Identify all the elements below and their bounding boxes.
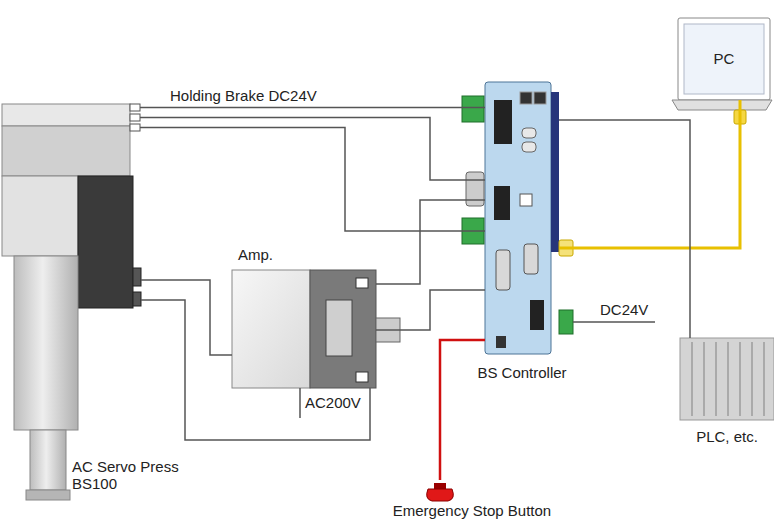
servo-press-figure [133, 268, 141, 286]
emergency-stop-figure [427, 489, 454, 501]
controller-figure [494, 186, 510, 220]
pc-screen: PC [678, 18, 770, 100]
wire [150, 300, 370, 440]
node-label: Emergency Stop Button [372, 502, 572, 519]
plc-box: PLC, etc. [680, 338, 774, 420]
servo-press-figure [133, 292, 141, 306]
controller-figure [462, 96, 484, 122]
wire [150, 107, 485, 109]
plc-figure [680, 338, 774, 420]
controller-figure [520, 194, 532, 206]
wire [150, 280, 232, 355]
servo-press-figure [140, 127, 150, 129]
controller-figure [573, 321, 655, 323]
servo-press-figure [140, 107, 150, 109]
node-label: AC Servo Press BS100 [72, 458, 197, 492]
wire [150, 128, 485, 232]
servo-press-figure [141, 299, 150, 301]
wire [559, 120, 690, 338]
amplifier-figure [356, 278, 368, 288]
laptop-figure [684, 24, 764, 94]
emergency-stop-figure [434, 483, 446, 489]
controller-box: BS Controller [485, 82, 559, 354]
controller-figure [520, 92, 532, 104]
amplifier-figure [356, 372, 368, 382]
controller-figure [496, 250, 510, 290]
plc-figure [680, 338, 774, 420]
servo-press-figure [141, 279, 150, 281]
controller-figure [534, 92, 546, 104]
node-label: PC [684, 50, 764, 67]
controller-figure [559, 310, 573, 334]
voltage-label: DC24V [598, 301, 650, 318]
amplifier-figure [232, 270, 400, 418]
laptop-figure [672, 18, 772, 124]
wire [376, 290, 485, 330]
amplifier-figure [299, 388, 301, 418]
node-label: PLC, etc. [680, 428, 774, 445]
controller-figure [530, 300, 544, 330]
controller-figure [524, 244, 538, 274]
controller-figure [522, 142, 536, 152]
controller-figure [551, 92, 559, 252]
wire [440, 340, 485, 480]
servo-press-figure [14, 256, 78, 430]
voltage-label: AC200V [303, 394, 363, 411]
plc-figure [692, 342, 764, 416]
controller-figure [485, 82, 551, 354]
controller-figure [494, 100, 512, 144]
servo-press-figure [130, 104, 140, 111]
amplifier-figure [326, 300, 352, 356]
controller-figure [466, 172, 484, 206]
controller-figure [496, 336, 506, 348]
servo-press-figure [78, 176, 133, 308]
amplifier-figure [232, 270, 310, 388]
emergency-stop: Emergency Stop Button [372, 480, 572, 524]
amplifier-box: Amp. [232, 270, 376, 388]
controller-figure [462, 82, 655, 354]
controller-figure [522, 128, 536, 138]
servo-press: AC Servo Press BS100 [0, 100, 150, 510]
servo-press-figure [30, 430, 66, 490]
servo-press-figure [26, 490, 70, 500]
wire [559, 100, 740, 248]
node-label: Amp. [238, 246, 273, 263]
amplifier-figure [310, 270, 376, 388]
laptop-figure [672, 100, 772, 110]
servo-press-figure [2, 126, 130, 176]
servo-press-figure [130, 114, 140, 121]
servo-press-figure [140, 117, 150, 119]
servo-press-figure [2, 176, 78, 256]
laptop-figure [678, 18, 770, 100]
servo-press-figure [130, 124, 140, 131]
emergency-stop-figure [427, 483, 454, 501]
servo-press-figure [2, 104, 150, 500]
wire [376, 200, 485, 284]
wire-label: Holding Brake DC24V [168, 87, 319, 104]
servo-press-figure [2, 104, 130, 126]
node-label: BS Controller [455, 364, 589, 381]
